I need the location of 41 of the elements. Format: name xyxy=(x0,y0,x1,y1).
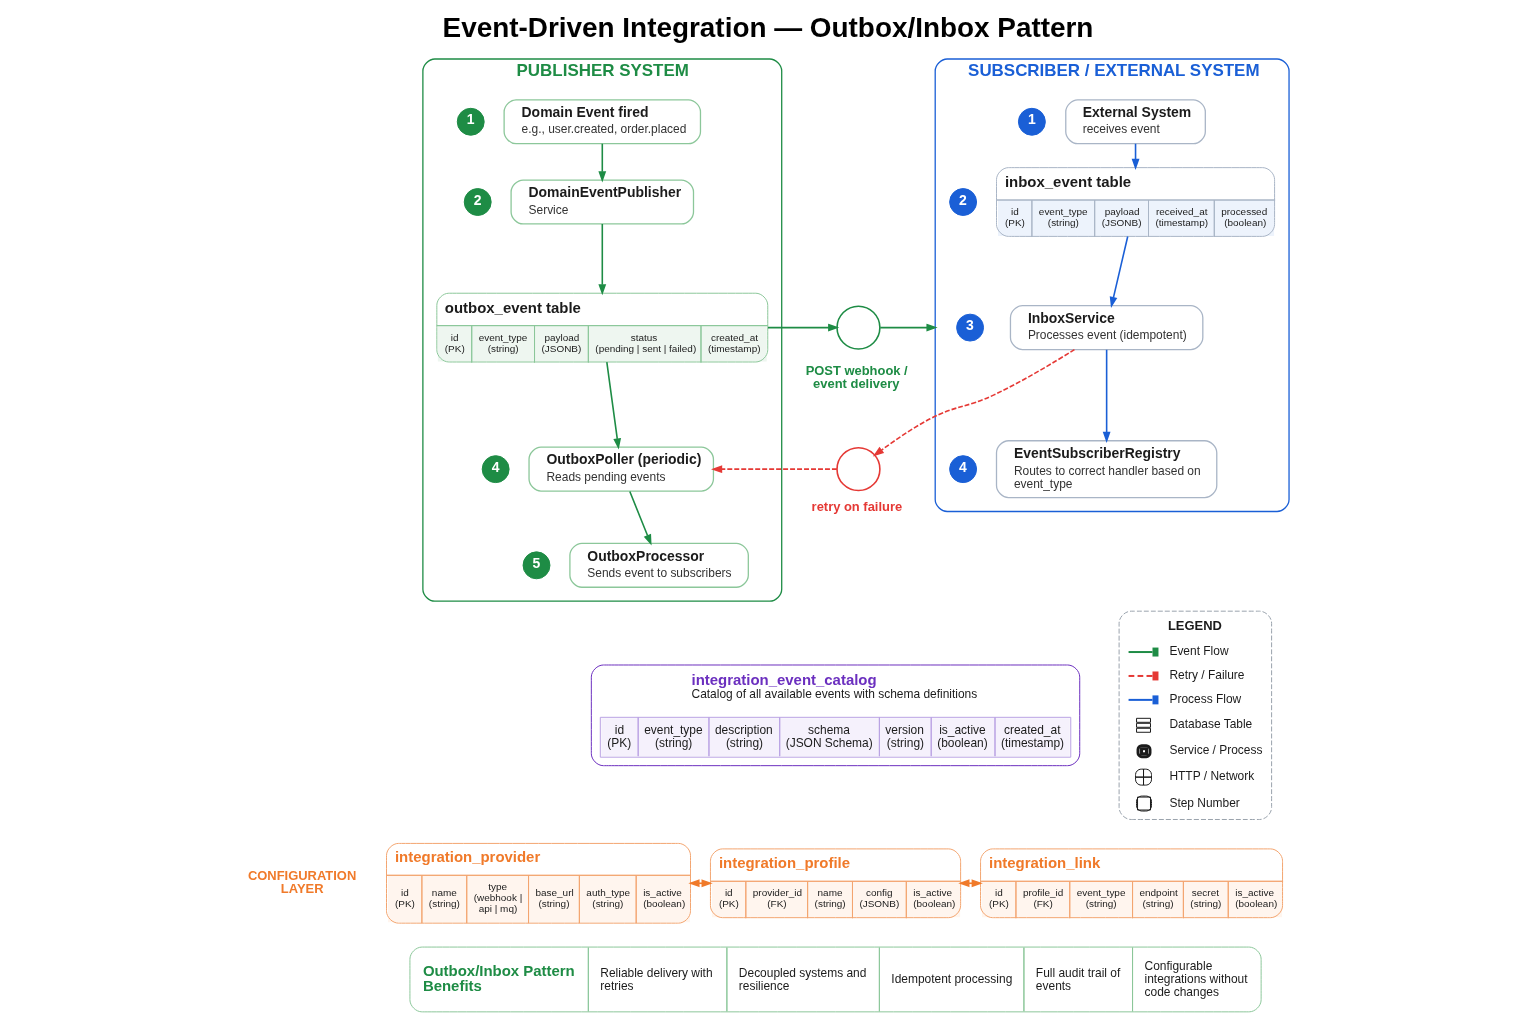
arrow xyxy=(957,879,983,888)
arrow xyxy=(1102,349,1111,443)
arrow xyxy=(628,490,652,546)
legend-label: HTTP / Network xyxy=(1168,769,1254,784)
node-circle xyxy=(835,305,881,350)
node-box: EventSubscriberRegistry Routes to correct handler based on event_type xyxy=(995,440,1217,499)
arrow xyxy=(687,879,713,888)
legend-label: Database Table xyxy=(1168,717,1252,732)
node-circle: 3 xyxy=(955,313,984,342)
arrow xyxy=(605,361,621,450)
legend-label: Retry / Failure xyxy=(1168,668,1244,683)
arrow xyxy=(872,348,1075,457)
label: CONFIGURATION LAYER xyxy=(247,867,356,896)
arrow xyxy=(1109,235,1128,308)
label: LEGEND xyxy=(1167,618,1222,634)
legend-label: Service / Process xyxy=(1168,743,1262,758)
diagram-title: Event-Driven Integration — Outbox/Inbox Pattern xyxy=(442,12,1093,44)
node-box: InboxService Processes event (idempotent) xyxy=(1009,305,1203,351)
node-circle: 1 xyxy=(1017,107,1046,136)
node-box: OutboxProcessor Sends event to subscribers xyxy=(568,542,749,588)
arrow xyxy=(766,323,839,332)
node-box: Domain Event fired e.g., user.created, order.placed xyxy=(502,99,701,145)
node-circle: 4 xyxy=(481,455,510,484)
node-circle xyxy=(835,446,881,492)
node-circle: 1 xyxy=(456,107,485,136)
node-box: External System receives event xyxy=(1064,99,1206,145)
node-label: POST webhook / event delivery xyxy=(805,362,908,391)
legend-label: Process Flow xyxy=(1168,691,1241,706)
arrow xyxy=(597,142,606,183)
node-circle: 4 xyxy=(948,455,977,484)
node-circle: 2 xyxy=(463,188,492,216)
legend-label: Step Number xyxy=(1168,795,1240,810)
node-box: OutboxPoller (periodic) Reads pending events xyxy=(527,446,714,492)
node-label: retry on failure xyxy=(811,499,902,515)
legend-label: Event Flow xyxy=(1168,644,1229,659)
node-circle: 5 xyxy=(522,551,550,580)
arrow xyxy=(878,323,938,332)
node-box: DomainEventPublisher Service xyxy=(509,179,694,225)
arrow xyxy=(597,223,606,296)
arrow xyxy=(710,465,838,474)
node-circle: 2 xyxy=(948,188,977,216)
